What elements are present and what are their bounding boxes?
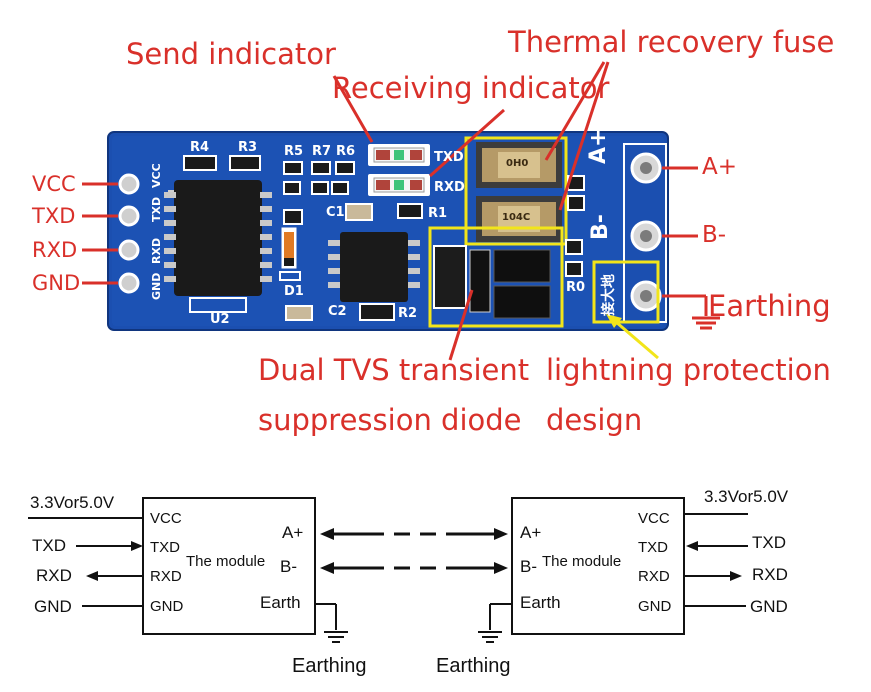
silk-c1: C1 — [326, 205, 345, 220]
schematic-lines — [28, 497, 748, 643]
bus-arrowheads — [320, 528, 508, 574]
r1-resistor — [397, 203, 423, 219]
silk-r0: R0 — [566, 280, 586, 295]
pin-label-rxd: RXD — [32, 238, 78, 262]
left-input-rxd: RXD — [36, 566, 72, 585]
left-earthing: Earthing — [292, 655, 367, 677]
silk-fuse2: 104C — [502, 212, 531, 223]
c2-capacitor — [285, 305, 313, 321]
bus-lines — [330, 532, 500, 570]
c1-capacitor — [345, 203, 373, 221]
right-module-box — [511, 497, 685, 635]
receive-led — [368, 174, 430, 196]
left-supply: 3.3Vor5.0V — [30, 493, 115, 512]
right-output-gnd: GND — [750, 597, 788, 616]
u2-chip — [164, 180, 272, 313]
silk-r2: R2 — [398, 306, 418, 321]
silk-r1: R1 — [428, 206, 448, 221]
silk-a-plus: A+ — [586, 128, 611, 164]
r2-resistor — [359, 303, 395, 321]
pin-label-gnd: GND — [32, 271, 81, 295]
right-earthing: Earthing — [436, 655, 511, 677]
right-output-rxd: RXD — [752, 565, 788, 584]
left-earth: Earth — [260, 593, 301, 612]
pin-label-a-plus: A+ — [702, 154, 738, 180]
callout-lightning-line1: lightning protection — [546, 353, 831, 387]
send-led — [368, 144, 430, 166]
thermal-fuses — [476, 142, 562, 242]
callout-leaders — [332, 61, 610, 361]
left-pin-vcc: VCC — [150, 510, 182, 527]
silk-c2: C2 — [328, 304, 347, 319]
silk-r6: R6 — [336, 144, 356, 159]
silk-rxd: RXD — [434, 180, 465, 195]
silk-b-minus: B- — [588, 214, 613, 240]
callout-tvs-line2: suppression diode — [258, 403, 522, 437]
silk-u2: U2 — [210, 312, 230, 327]
left-input-gnd: GND — [34, 597, 72, 616]
silk-d1: D1 — [284, 284, 304, 299]
right-supply: 3.3Vor5.0V — [704, 487, 789, 506]
left-pin-gnd: GND — [150, 598, 184, 615]
callout-thermal-fuse: Thermal recovery fuse — [508, 25, 835, 59]
silk-txd-v: TXD — [150, 196, 163, 222]
tvs-highlight-box — [428, 226, 564, 328]
silk-r3: R3 — [238, 140, 258, 155]
pin-label-b-minus: B- — [702, 222, 727, 248]
right-pin-vcc: VCC — [638, 510, 670, 527]
resistors-r4-r3 — [183, 155, 261, 171]
left-pin-rxd: RXD — [150, 568, 182, 585]
silk-r7: R7 — [312, 144, 332, 159]
u1-chip — [328, 232, 420, 302]
tvs-diodes — [433, 245, 551, 319]
left-pin-a: A+ — [282, 523, 304, 542]
pin-label-txd: TXD — [32, 204, 76, 228]
left-header-pins — [118, 173, 140, 294]
right-pin-a: A+ — [520, 523, 542, 542]
silk-fuse1: 0H0 — [506, 158, 529, 169]
left-input-txd: TXD — [32, 536, 66, 555]
silk-r5: R5 — [284, 144, 304, 159]
schematic-arrowheads — [86, 541, 742, 581]
left-pin-txd: TXD — [150, 539, 180, 556]
d1-diode — [279, 227, 301, 281]
right-module-label: The module — [542, 553, 622, 570]
left-pin-leaders — [82, 182, 118, 285]
right-output-txd: TXD — [752, 533, 786, 552]
callout-receiving-indicator: Receiving indicator — [332, 71, 610, 105]
callout-lightning-line2: design — [546, 403, 643, 437]
right-pin-b: B- — [520, 557, 537, 576]
silk-gnd-v: GND — [150, 272, 163, 300]
left-module-box — [142, 497, 316, 635]
resistors-r5-r7-r6 — [283, 161, 355, 195]
right-pin-rxd: RXD — [638, 568, 670, 585]
right-earth: Earth — [520, 593, 561, 612]
silk-rxd-v: RXD — [150, 237, 163, 264]
earth-highlight-box — [592, 260, 660, 324]
pin-label-vcc: VCC — [32, 172, 76, 196]
right-pin-txd: TXD — [638, 539, 668, 556]
silk-vcc: VCC — [150, 163, 163, 188]
right-terminals — [623, 143, 667, 323]
callout-tvs-line1: Dual TVS transient — [258, 353, 530, 387]
left-module-label: The module — [186, 553, 266, 570]
right-pin-leaders — [662, 166, 720, 330]
lightning-leader — [615, 320, 659, 360]
left-pin-b: B- — [280, 557, 297, 576]
right-pin-gnd: GND — [638, 598, 672, 615]
silk-txd: TXD — [434, 150, 464, 165]
callout-send-indicator: Send indicator — [126, 37, 336, 71]
silk-r4: R4 — [190, 140, 210, 155]
silk-earth-cn: 接大地 — [601, 274, 617, 316]
pin-label-earthing: Earthing — [708, 289, 831, 323]
